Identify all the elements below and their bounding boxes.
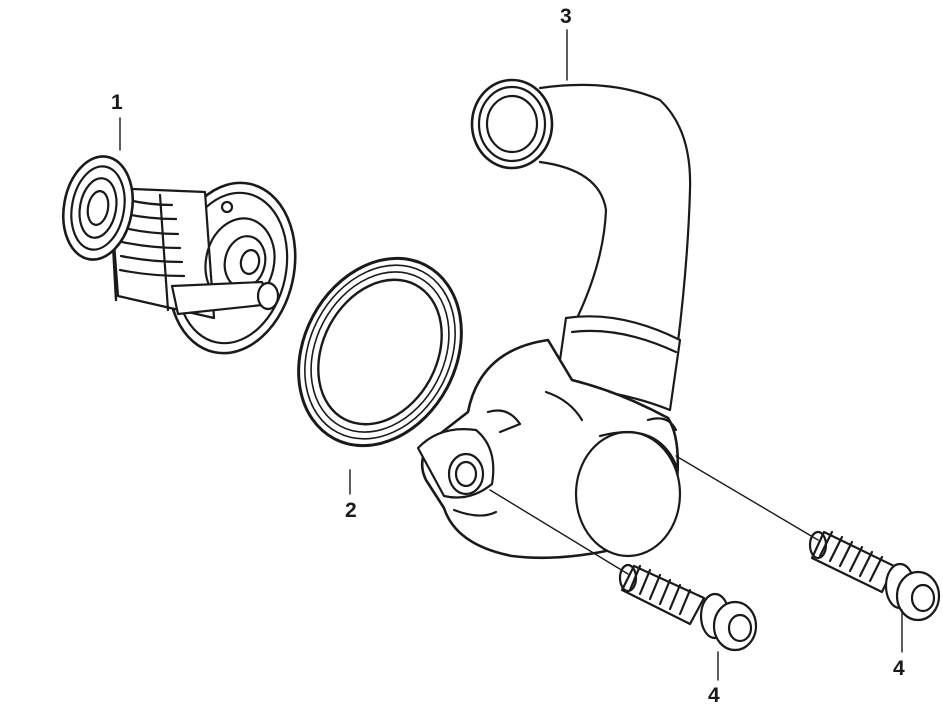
bolt-left (618, 563, 758, 652)
callout-number-4-right: 4 (893, 657, 905, 680)
seal-ring (297, 256, 463, 448)
leader-lines (119, 29, 903, 681)
callout-number-3: 3 (560, 5, 572, 28)
callout-number-2: 2 (345, 499, 357, 522)
thermostat (62, 155, 297, 355)
callout-number-1: 1 (111, 91, 123, 114)
bolt-right (808, 530, 941, 622)
callout-number-4-left: 4 (708, 684, 720, 707)
thermostat-housing (416, 78, 692, 560)
